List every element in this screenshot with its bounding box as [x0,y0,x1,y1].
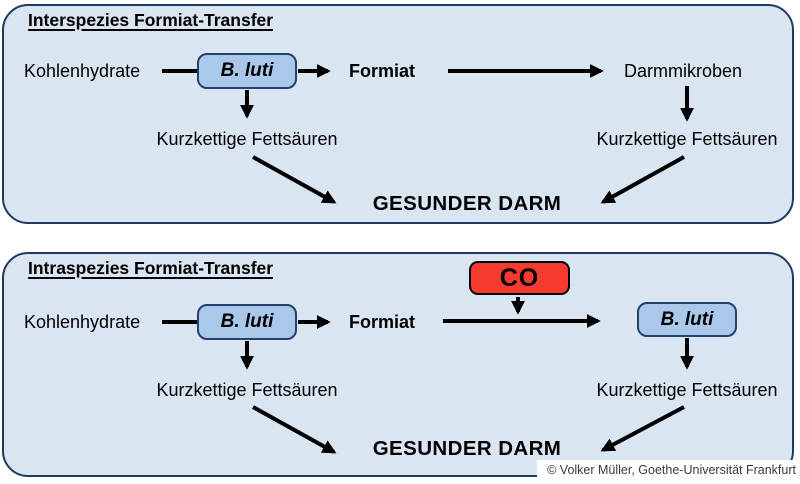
co-label: CO [499,263,540,292]
scfa-left-label-2: Kurzkettige Fettsäuren [156,380,338,400]
carbohydrates-label-1: Kohlenhydrate [24,61,141,81]
scfa-right-label-1: Kurzkettige Fettsäuren [596,129,778,149]
b-luti-box-1: B. luti [197,53,297,89]
panel2-title: Intraspezies Formiat-Transfer [28,258,274,278]
co-box: CO [469,261,570,295]
scfa-left-label-1: Kurzkettige Fettsäuren [156,129,338,149]
carbohydrates-label-2: Kohlenhydrate [24,312,141,332]
formiat-label-1: Formiat [349,61,416,81]
formiat-label-2: Formiat [349,312,416,332]
b-luti-label-2: B. luti [220,311,274,332]
b-luti-box-3: B. luti [637,302,737,337]
b-luti-label-1: B. luti [220,60,274,81]
b-luti-label-3: B. luti [660,308,714,330]
b-luti-box-2: B. luti [197,304,297,340]
scfa-right-label-2: Kurzkettige Fettsäuren [596,380,778,400]
copyright-credit: © Volker Müller, Goethe-Universität Fran… [537,460,800,482]
gut-microbes-label: Darmmikroben [624,61,743,81]
healthy-gut-label-2: GESUNDER DARM [372,437,562,460]
panel-interspezies [2,4,794,224]
healthy-gut-label-1: GESUNDER DARM [372,192,562,215]
panel1-title: Interspezies Formiat-Transfer [28,10,274,30]
